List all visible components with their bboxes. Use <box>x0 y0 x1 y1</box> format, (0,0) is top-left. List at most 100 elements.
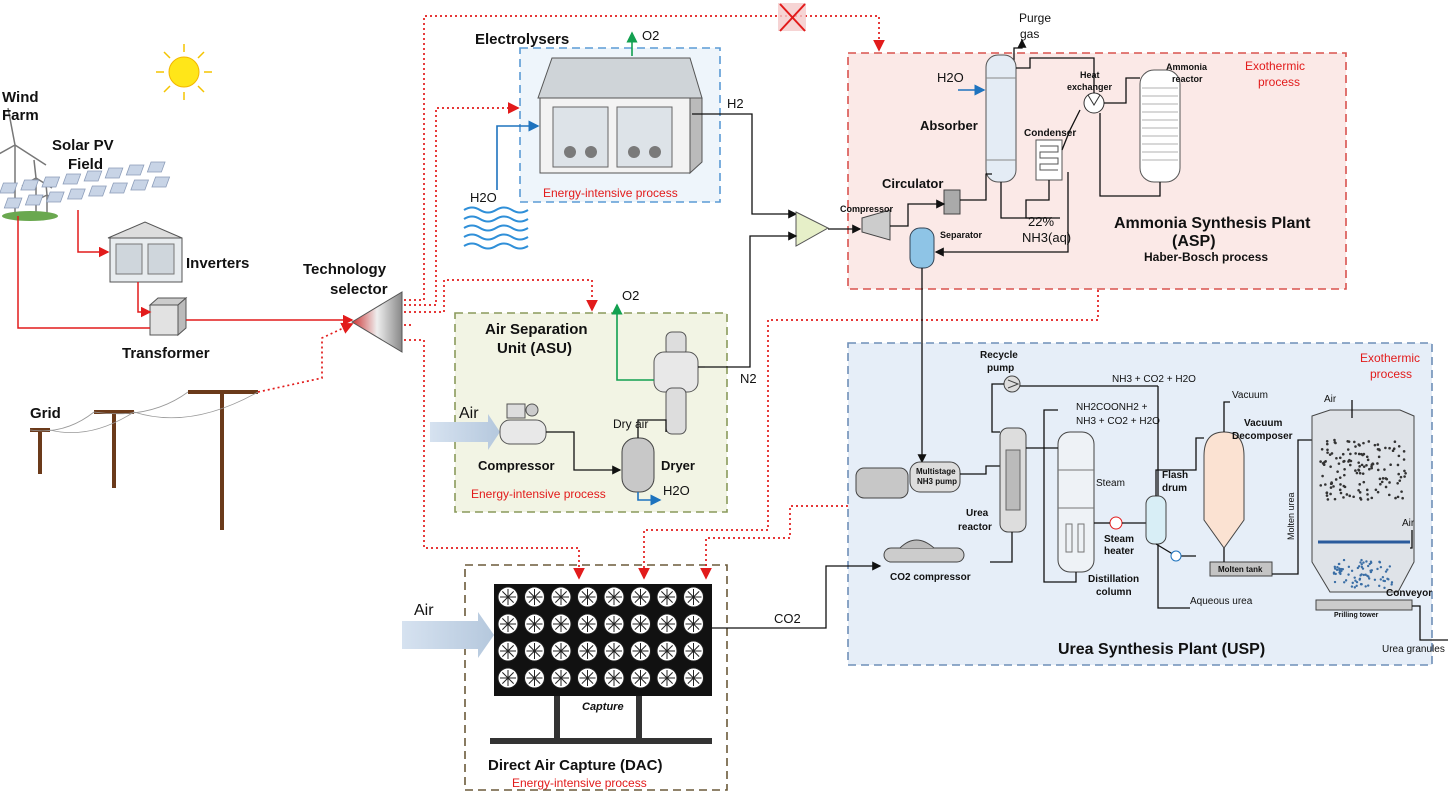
prill-particle <box>1391 449 1395 453</box>
dac-fan-blade <box>634 590 647 604</box>
prill-particle <box>1376 468 1380 472</box>
prill-particle <box>1357 489 1360 492</box>
dac-fan-blade <box>528 590 541 604</box>
asu-compressor-label: Compressor <box>478 458 555 473</box>
asu-air-label: Air <box>459 405 479 422</box>
dac-fan-blade <box>501 671 515 685</box>
prill-particle <box>1353 576 1356 579</box>
solar-power-line <box>77 210 110 258</box>
prill-particle <box>1378 584 1381 588</box>
prill-particle <box>1390 581 1394 584</box>
prill-particle <box>1396 482 1399 485</box>
asu-note: Energy-intensive process <box>471 487 606 501</box>
prill-particle <box>1384 485 1388 489</box>
prill-particle <box>1339 483 1342 486</box>
prill-particle <box>1334 572 1337 576</box>
selector-to-asp-line <box>404 15 885 301</box>
dryer-icon <box>621 437 655 493</box>
prilling-label: Prilling tower <box>1334 612 1379 619</box>
prill-particle <box>1369 560 1373 563</box>
purge-label-1: Purge <box>1019 11 1051 25</box>
elec-note: Energy-intensive process <box>543 186 678 200</box>
prill-particle <box>1354 452 1357 455</box>
prill-particle <box>1394 496 1397 500</box>
prill-particle <box>1371 462 1375 466</box>
prill-particle <box>1330 452 1334 455</box>
dac-fan-blade <box>581 617 594 631</box>
selector-to-asu-line <box>404 279 598 313</box>
dac-fan-blade <box>528 671 541 685</box>
prill-particle <box>1354 579 1357 582</box>
dac-fan-blade <box>554 671 568 685</box>
dac-fan-blade <box>607 590 621 604</box>
prill-particle <box>1366 498 1370 501</box>
dac-fan-blade <box>607 617 621 631</box>
condenser-icon <box>1035 139 1063 181</box>
prill-particle <box>1348 458 1351 462</box>
asp-h2o-label: H2O <box>937 70 964 85</box>
asu-title-2: Unit (ASU) <box>497 340 572 357</box>
prill-particle <box>1360 565 1364 569</box>
prill-particle <box>1359 561 1362 564</box>
asp-title-2: (ASP) <box>1172 233 1216 250</box>
asu-o2-label: O2 <box>622 288 639 303</box>
prill-particle <box>1358 578 1361 581</box>
co2-compressor-icon <box>883 539 965 563</box>
dac-fan-blade <box>660 644 674 658</box>
prill-particle <box>1365 455 1369 459</box>
grid-label: Grid <box>30 405 61 422</box>
prill-particle <box>1352 495 1355 499</box>
recycle-stream-label: NH3 + CO2 + H2O <box>1112 374 1196 385</box>
recycle-pump-label-1: Recycle <box>980 350 1018 361</box>
prill-particle <box>1341 452 1345 456</box>
inverters-label: Inverters <box>186 255 249 272</box>
prill-particle <box>1324 483 1327 486</box>
dac-fan-blade <box>687 671 700 685</box>
prill-particle <box>1360 583 1363 586</box>
prill-particle <box>1354 469 1357 472</box>
prill-particle <box>1325 494 1329 497</box>
prill-particle <box>1325 491 1329 495</box>
prill-particle <box>1392 447 1396 451</box>
dac-air-label: Air <box>414 602 434 619</box>
prill-particle <box>1379 482 1382 486</box>
dac-fan-blade <box>687 590 700 604</box>
co2-compressor-label: CO2 compressor <box>890 572 971 583</box>
prill-particle <box>1338 456 1342 460</box>
dac-fan-blade <box>660 590 674 604</box>
vacuum-label: Vacuum <box>1232 390 1268 401</box>
air-side-label: Air <box>1402 518 1415 529</box>
prill-particle <box>1333 497 1337 501</box>
asp-note-2: process <box>1258 75 1300 89</box>
prill-particle <box>1383 468 1386 471</box>
prill-particle <box>1357 452 1361 456</box>
flash-drum-label-1: Flash <box>1162 470 1188 481</box>
prill-particle <box>1342 459 1346 463</box>
dac-fan-blade <box>581 644 594 658</box>
dac-fan-blade <box>501 644 515 658</box>
prill-particle <box>1403 475 1406 478</box>
prill-particle <box>1362 561 1365 564</box>
prill-particle <box>1350 585 1354 588</box>
prill-particle <box>1374 488 1378 492</box>
prill-particle <box>1367 440 1371 443</box>
prill-particle <box>1321 462 1325 465</box>
prill-particle <box>1362 465 1366 468</box>
purge-line <box>1013 38 1027 62</box>
dac-fan-blade <box>501 590 515 604</box>
prill-particle <box>1369 570 1373 574</box>
n2-line <box>705 231 798 368</box>
dac-fan-blade <box>528 644 541 658</box>
asu-o2-line <box>611 303 654 381</box>
asp-note-1: Exothermic <box>1245 59 1305 73</box>
prill-particle <box>1341 568 1345 571</box>
ammonia-reactor-label-2: reactor <box>1172 74 1203 84</box>
prill-particle <box>1387 493 1391 497</box>
prill-particle <box>1347 573 1350 576</box>
prill-particle <box>1381 477 1385 480</box>
prill-particle <box>1348 494 1352 498</box>
prill-particle <box>1396 495 1400 499</box>
prill-particle <box>1367 575 1370 578</box>
wind-power-line <box>17 216 150 329</box>
